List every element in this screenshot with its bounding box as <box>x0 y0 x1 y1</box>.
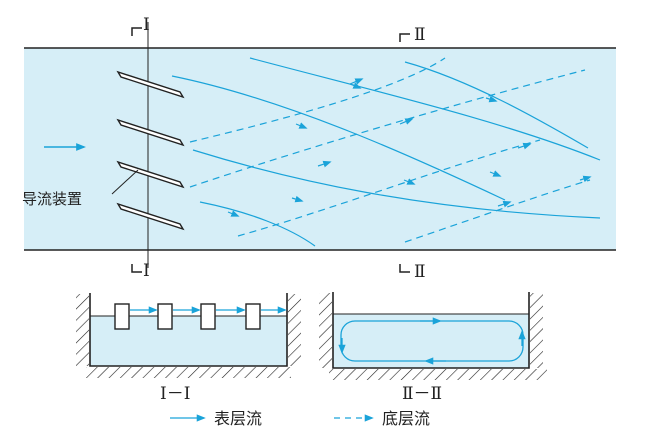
cs1-label: Ⅰ－Ⅰ <box>160 384 190 404</box>
surface-flow-line <box>171 75 506 201</box>
section-label-1-bottom: Ⅰ <box>143 261 150 281</box>
surface-arrow <box>489 170 502 177</box>
guide-vane <box>116 118 185 147</box>
cross-section-1: Ⅰ－Ⅰ <box>76 293 301 404</box>
bottom-flow-line <box>189 57 446 143</box>
section-label-2-bottom: Ⅱ <box>414 262 426 282</box>
surface-arrow <box>403 178 416 185</box>
cs1-channel-outline <box>89 293 288 367</box>
device-leader-line <box>111 169 139 195</box>
cs2-label: Ⅱ－Ⅱ <box>402 384 442 404</box>
surface-arrow <box>485 95 498 103</box>
cs1-vane <box>157 303 173 330</box>
surface-arrow <box>227 210 240 217</box>
cs1-hatch-bottom <box>86 367 291 378</box>
cs2-hatch-right <box>530 293 543 368</box>
section-mark-1-top <box>131 27 142 36</box>
bottom-arrow <box>517 142 532 150</box>
legend-bottom-label: 底层流 <box>382 409 430 428</box>
surface-flow-line <box>199 201 316 247</box>
plan-view: Ⅰ Ⅰ Ⅱ Ⅱ 导流装置 <box>22 15 616 282</box>
surface-flow-line <box>249 57 601 161</box>
section-label-1-top: Ⅰ <box>143 15 150 35</box>
surface-arrow <box>291 195 304 203</box>
legend: 表层流 底层流 <box>170 409 430 428</box>
legend-surface-label: 表层流 <box>214 409 262 428</box>
channel-water <box>24 48 616 250</box>
cs2-channel-outline <box>332 292 530 369</box>
surface-flow-line <box>404 61 589 149</box>
cs1-vane <box>245 303 261 330</box>
cs1-vane <box>114 303 130 330</box>
bottom-flow-lines <box>189 57 592 243</box>
surface-flow-lines <box>171 57 601 247</box>
bottom-flow-line <box>404 179 591 243</box>
cs1-hatch-left <box>76 294 89 366</box>
cs2-hatch-bottom <box>329 369 547 380</box>
device-label: 导流装置 <box>22 190 82 208</box>
cross-section-2: Ⅱ－Ⅱ <box>319 292 547 404</box>
cs2-hatch-left <box>319 293 332 368</box>
bottom-arrow <box>317 160 332 168</box>
cs2-water <box>333 314 529 368</box>
bottom-arrow <box>579 175 592 183</box>
guide-vanes <box>116 70 185 231</box>
guide-vane <box>116 160 185 189</box>
bottom-arrow <box>497 200 512 208</box>
cs1-hatch-right <box>288 294 301 366</box>
cs2-circulation-arrows <box>338 317 526 365</box>
guide-vane <box>116 202 185 231</box>
surface-arrow <box>349 82 362 89</box>
bottom-arrow <box>349 78 364 85</box>
guide-vane <box>116 70 185 99</box>
section-mark-2-bottom <box>399 264 410 273</box>
section-label-2-top: Ⅱ <box>414 25 426 45</box>
cs1-vane <box>200 303 216 330</box>
surface-flow-line <box>192 149 601 219</box>
cs1-vanes <box>114 303 261 330</box>
bottom-arrow <box>399 118 414 125</box>
section-mark-1-bottom <box>131 264 142 273</box>
section-mark-2-top <box>399 33 410 42</box>
surface-arrow <box>295 122 308 129</box>
bottom-flow-line <box>189 69 586 188</box>
bottom-flow-line <box>237 139 541 237</box>
